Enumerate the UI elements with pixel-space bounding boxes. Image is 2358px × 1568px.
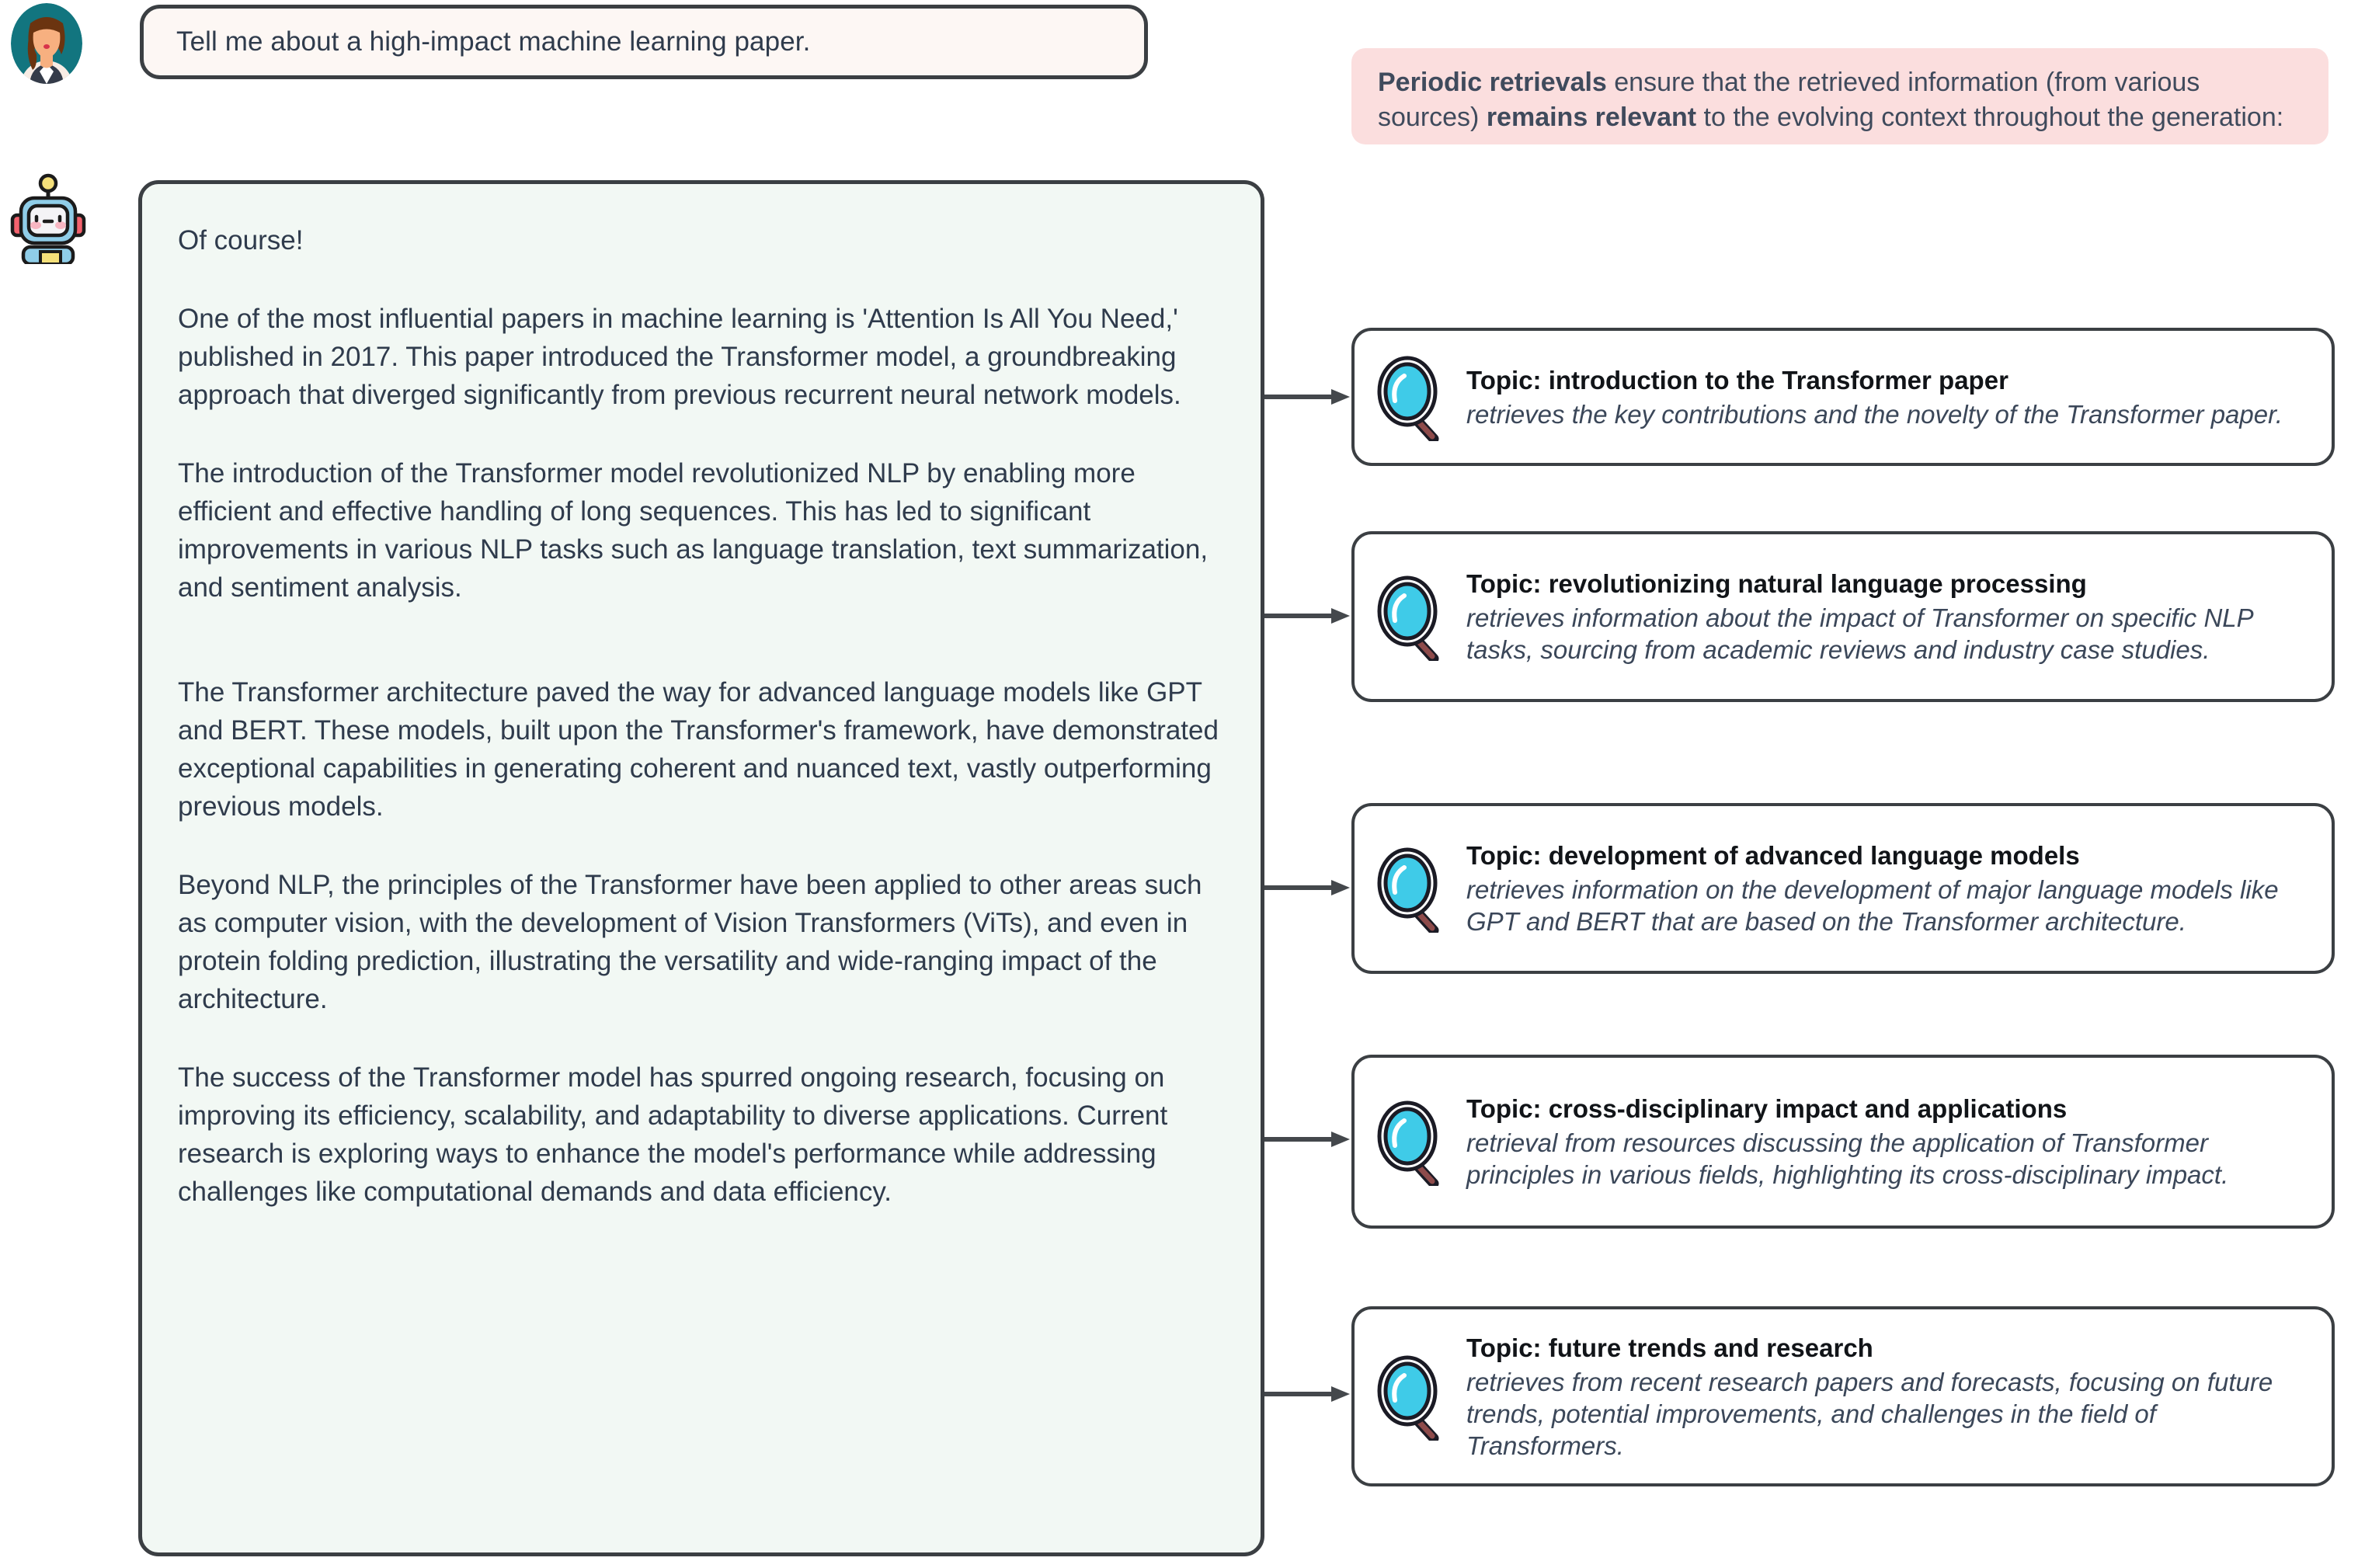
arrow-to-retrieval-2 [1264,606,1353,626]
arrow-to-retrieval-4 [1264,1129,1353,1149]
magnifying-glass-icon [1375,569,1455,666]
retrieval-description: retrieves information about the impact o… [1466,603,2253,664]
retrieval-topic: Topic: cross-disciplinary impact and app… [1466,1094,2068,1123]
magnifying-glass-icon [1375,1094,1455,1191]
retrieval-card[interactable]: Topic: development of advanced language … [1351,803,2335,974]
assistant-answer-bubble: Of course! One of the most influential p… [138,180,1264,1556]
magnifying-glass-icon [1375,349,1455,446]
magnifying-glass-icon [1375,841,1455,937]
answer-paragraph-5: The success of the Transformer model has… [178,1062,1168,1207]
answer-paragraph-1: One of the most influential papers in ma… [178,304,1181,410]
robot-avatar-icon [8,172,89,266]
retrieval-card-body: Topic: introduction to the Transformer p… [1466,364,2313,430]
retrieval-card[interactable]: Topic: cross-disciplinary impact and app… [1351,1055,2335,1229]
answer-paragraph-3: The Transformer architecture paved the w… [178,677,1219,822]
retrieval-description: retrieves from recent research papers an… [1466,1367,2273,1460]
retrieval-card-body: Topic: cross-disciplinary impact and app… [1466,1093,2313,1191]
retrieval-card-body: Topic: development of advanced language … [1466,840,2313,937]
user-message-bubble: Tell me about a high-impact machine lear… [140,5,1148,79]
note-text: Periodic retrievals ensure that the retr… [1378,65,2302,135]
note-bold-2: remains relevant [1486,103,1697,132]
retrieval-topic: Topic: development of advanced language … [1466,841,2080,870]
answer-paragraph-0: Of course! [178,225,304,256]
retrieval-card-body: Topic: future trends and research retrie… [1466,1332,2313,1462]
retrieval-card[interactable]: Topic: introduction to the Transformer p… [1351,328,2335,466]
note-lead: Periodic retrievals [1378,68,1607,97]
answer-paragraph-4: Beyond NLP, the principles of the Transf… [178,870,1202,1014]
retrieval-description: retrieves information on the development… [1466,875,2279,936]
retrieval-description: retrieval from resources discussing the … [1466,1128,2229,1189]
note-middle-1: ensure that the retrieved information (f… [1378,68,2200,132]
retrieval-topic: Topic: revolutionizing natural language … [1466,569,2087,598]
user-message-text: Tell me about a high-impact machine lear… [176,26,811,57]
woman-avatar-icon [6,3,87,84]
periodic-retrieval-note: Periodic retrievals ensure that the retr… [1351,48,2328,144]
magnifying-glass-icon [1375,1349,1455,1445]
retrieval-topic: Topic: introduction to the Transformer p… [1466,365,2008,395]
note-tail: to the evolving context throughout the g… [1696,103,2284,132]
retrieval-card[interactable]: Topic: future trends and research retrie… [1351,1306,2335,1486]
answer-paragraph-2: The introduction of the Transformer mode… [178,458,1209,603]
retrieval-description: retrieves the key contributions and the … [1466,399,2283,429]
retrieval-topic: Topic: future trends and research [1466,1333,1873,1362]
retrieval-card[interactable]: Topic: revolutionizing natural language … [1351,531,2335,702]
arrow-to-retrieval-5 [1264,1384,1353,1404]
arrow-to-retrieval-1 [1264,387,1353,407]
retrieval-card-body: Topic: revolutionizing natural language … [1466,568,2313,666]
arrow-to-retrieval-3 [1264,878,1353,898]
